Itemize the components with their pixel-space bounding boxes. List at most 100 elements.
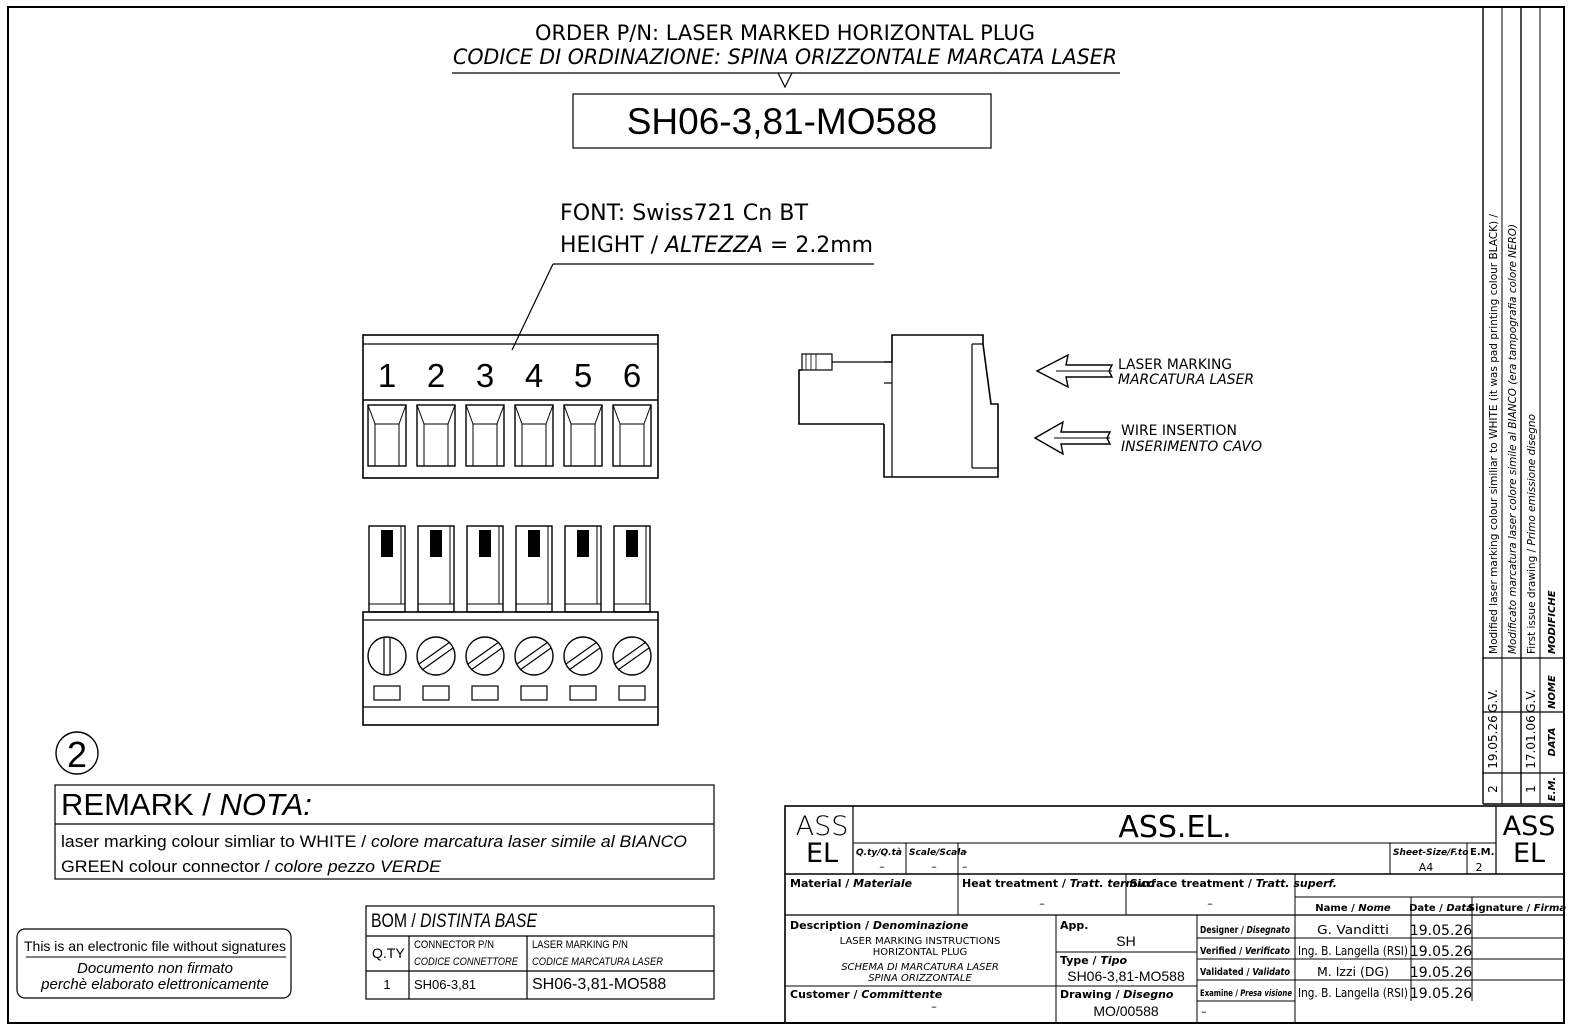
rev-1-text: First issue drawing / Primo emissione di… (1525, 414, 1538, 654)
wire-socket-1 (367, 404, 407, 467)
lever-6 (613, 525, 651, 613)
rev-header-data: DATA (1547, 728, 1558, 757)
surface-label: Surface treatment / Tratt. superf. (1130, 877, 1337, 890)
remark-line-2: GREEN colour connector / colore pezzo VE… (61, 857, 442, 876)
approval-role-4: Examine / Presa visione (1200, 989, 1292, 999)
screw-terminal-3 (465, 636, 505, 701)
sheet-size-value: A4 (1419, 861, 1434, 874)
customer-value: – (931, 1000, 937, 1013)
font-note: FONT: Swiss721 Cn BT HEIGHT / ALTEZZA = … (511, 201, 874, 351)
revision-texts: 2 19.05.26 G.V. Modified laser marking c… (1486, 214, 1558, 801)
bom-col-connector-it: CODICE CONNETTORE (414, 956, 519, 968)
order-header: ORDER P/N: LASER MARKED HORIZONTAL PLUG … (452, 21, 1120, 149)
scale-label: Scale/Scala (909, 848, 966, 858)
laser-marking-label: LASER MARKING (1118, 357, 1232, 373)
screw-terminal-5 (563, 636, 603, 701)
connector-side-view (798, 334, 999, 478)
pin-number-5: 5 (574, 357, 592, 394)
screw-terminal-6 (612, 636, 652, 701)
type-value: SH06-3,81-MO588 (1067, 968, 1185, 984)
logo-left-top: ASS (796, 811, 849, 842)
screw-terminal-2 (416, 636, 456, 701)
rev-1-em: 1 (1524, 785, 1538, 793)
screw-terminal-1 (367, 636, 407, 701)
rev-2-text-it: Modificato marcatura laser colore simile… (1506, 224, 1519, 654)
logo-right-bottom: EL (1513, 838, 1545, 869)
general-value-2: – (962, 860, 968, 873)
lever-2 (417, 525, 455, 613)
bom-col-connector: CONNECTOR P/N (414, 939, 494, 951)
rev-2-em: 2 (1486, 785, 1500, 793)
pin-number-6: 6 (623, 357, 641, 394)
drawing-label: Drawing / Disegno (1060, 988, 1174, 1001)
approval-date-2: 19.05.26 (1410, 944, 1472, 960)
wire-insertion-label-it: INSERIMENTO CAVO (1121, 439, 1262, 455)
lever-1 (368, 525, 406, 613)
signature-header: Signature / Firma (1468, 903, 1567, 914)
app-label: App. (1060, 919, 1088, 932)
qty-label: Q.ty/Q.tà (856, 848, 902, 858)
font-height: HEIGHT / ALTEZZA = 2.2mm (560, 233, 873, 258)
company-name: ASS.EL. (1118, 810, 1231, 845)
rev-1-name: G.V. (1524, 689, 1538, 713)
rev-header-modifiche: MODIFICHE (1547, 590, 1558, 654)
approval-name-4: Ing. B. Langella (RSI) (1298, 986, 1408, 1000)
general-value: – (962, 845, 968, 858)
pin-number-1: 1 (378, 357, 396, 394)
connector-front-view (362, 525, 659, 726)
heat-label: Heat treatment / Tratt. termico (962, 877, 1155, 890)
note-number: 2 (67, 734, 87, 775)
sheet-size-label: Sheet-Size/F.to (1393, 848, 1468, 858)
description-line-3: SCHEMA DI MARCATURA LASER (841, 962, 999, 973)
remark-line-1: laser marking colour simliar to WHITE / … (61, 832, 687, 851)
screw-terminal-4 (514, 636, 554, 701)
rev-2-name: G.V. (1486, 689, 1500, 713)
wire-socket-2 (416, 404, 456, 467)
bom-row-connector: SH06-3,81 (414, 977, 476, 992)
bom-row-qty: 1 (383, 977, 390, 992)
approval-name-1: G. Vanditti (1317, 923, 1389, 937)
wire-socket-5 (563, 404, 603, 467)
note-number-circle (55, 731, 99, 775)
part-number: SH06-3,81-MO588 (627, 101, 938, 142)
approval-role-1: Designer / Disegnato (1200, 925, 1290, 936)
app-value: SH (1116, 933, 1135, 949)
approval-date-3: 19.05.26 (1410, 965, 1472, 981)
description-line-2: HORIZONTAL PLUG (873, 947, 968, 958)
approval-date-1: 19.05.26 (1410, 923, 1472, 939)
surface-value: – (1207, 897, 1213, 910)
rev-2-text-en: Modified laser marking colour similiar t… (1487, 214, 1500, 654)
heat-value: – (1039, 897, 1045, 910)
description-label: Description / Denominazione (790, 919, 969, 932)
order-title-it: CODICE DI ORDINAZIONE: SPINA ORIZZONTALE… (453, 45, 1117, 69)
header-pointer (777, 72, 793, 89)
font-name: FONT: Swiss721 Cn BT (560, 201, 809, 226)
approval-role-2: Verified / Verificato (1200, 946, 1290, 957)
scale-value: – (931, 860, 937, 873)
stamp-it-2: perchè elaborato elettronicamente (40, 976, 269, 993)
bom-col-laser: LASER MARKING P/N (532, 939, 628, 951)
electronic-file-stamp: This is an electronic file without signa… (16, 928, 292, 999)
revision-table (1482, 7, 1564, 805)
qty-value: – (879, 860, 885, 873)
em-label: E.M. (1470, 847, 1494, 858)
laser-marking-arrow (1035, 353, 1114, 389)
wire-socket-3 (465, 404, 505, 467)
approval-date-4: 19.05.26 (1410, 986, 1472, 1002)
em-value: 2 (1476, 861, 1483, 874)
description-line-1: LASER MARKING INSTRUCTIONS (840, 936, 1001, 947)
date-header: Date / Data (1409, 903, 1473, 914)
wire-insertion-arrow (1033, 420, 1112, 456)
material-label: Material / Materiale (790, 877, 913, 890)
customer-label: Customer / Committente (790, 988, 943, 1001)
rev-2-date: 19.05.26 (1486, 715, 1500, 768)
lever-3 (466, 525, 504, 613)
wire-socket-4 (514, 404, 554, 467)
wire-socket-6 (612, 404, 652, 467)
drawing-value: MO/00588 (1093, 1003, 1159, 1019)
bom-table: BOM / DISTINTA BASE Q.TY CONNECTOR P/N C… (365, 905, 715, 1000)
pin-number-2: 2 (427, 357, 445, 394)
pin-number-4: 4 (525, 357, 543, 394)
title-block (784, 805, 1565, 1024)
